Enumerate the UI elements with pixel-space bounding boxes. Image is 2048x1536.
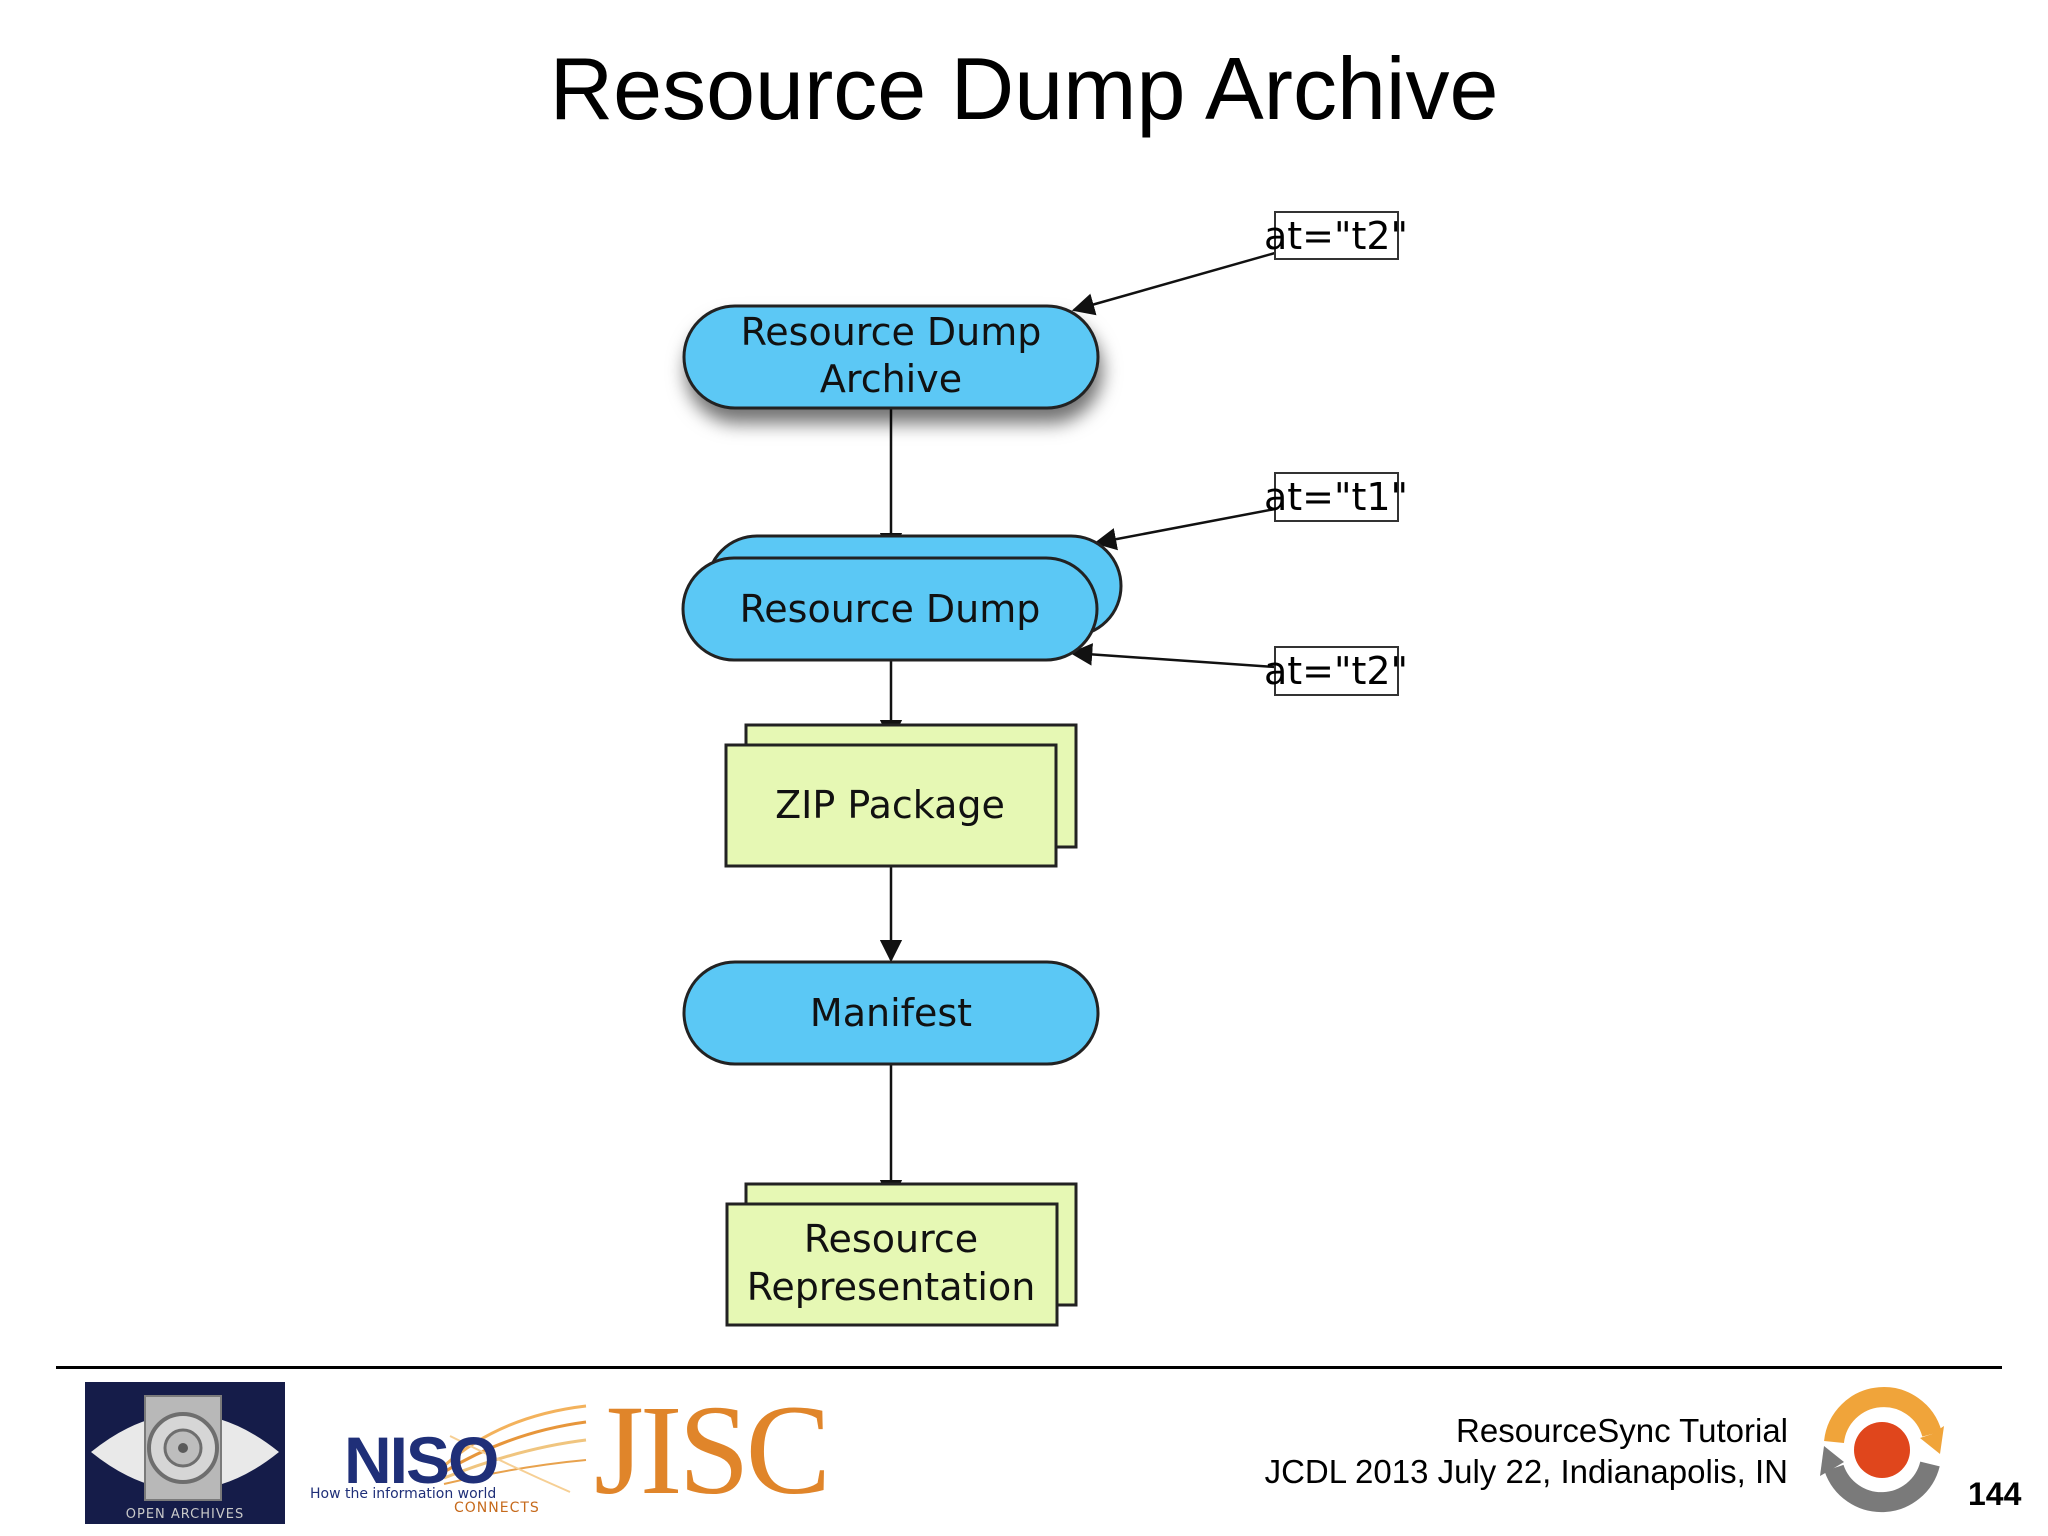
annotation-arrow-dump-t2 xyxy=(1069,643,1276,669)
node-resource-dump: Resource Dump xyxy=(681,534,1123,662)
open-archives-caption: OPEN ARCHIVES xyxy=(125,1507,245,1522)
annotation-arrow-dump-t1 xyxy=(1093,507,1276,551)
annotation-archive-t2: at="t2" xyxy=(1264,211,1408,260)
resourcesync-logo-icon xyxy=(1820,1387,1944,1513)
node-label: Resource xyxy=(804,1217,978,1261)
annotation-dump-t1: at="t1" xyxy=(1264,472,1408,522)
node-label: ZIP Package xyxy=(775,783,1005,827)
node-label: Manifest xyxy=(810,991,972,1035)
page-number: 144 xyxy=(1968,1476,2022,1512)
node-label: Archive xyxy=(820,357,962,401)
annotation-arrow-archive-t2 xyxy=(1071,251,1276,316)
node-resource-representation: Resource Representation xyxy=(725,1182,1078,1327)
open-archives-logo: OPEN ARCHIVES xyxy=(85,1382,285,1524)
node-manifest: Manifest xyxy=(682,960,1100,1066)
niso-logo: NISO xyxy=(344,1423,499,1497)
node-label: Representation xyxy=(747,1265,1036,1309)
niso-swoosh-icon xyxy=(443,1404,587,1493)
jisc-logo: JISC xyxy=(594,1379,831,1521)
node-zip-package: ZIP Package xyxy=(724,723,1078,868)
footer-event-info: JCDL 2013 July 22, Indianapolis, IN xyxy=(1264,1453,1788,1490)
annotation-label: at="t2" xyxy=(1264,214,1408,258)
footer-tutorial-title: ResourceSync Tutorial xyxy=(1456,1412,1788,1449)
node-label: Resource Dump xyxy=(741,310,1042,354)
footer-divider xyxy=(56,1366,2002,1369)
flow-diagram: Resource Dump Archive Resource Dump ZIP … xyxy=(681,211,1408,1327)
node-label: Resource Dump xyxy=(740,587,1041,631)
eye-icon xyxy=(91,1395,279,1501)
node-resource-dump-archive: Resource Dump Archive xyxy=(682,304,1100,410)
niso-tagline: How the information world xyxy=(310,1486,497,1502)
annotation-dump-t2: at="t2" xyxy=(1264,646,1408,696)
annotation-label: at="t1" xyxy=(1264,475,1408,519)
annotation-label: at="t2" xyxy=(1264,649,1408,693)
slide-title: Resource Dump Archive xyxy=(549,39,1499,138)
niso-tagline-connects: CONNECTS xyxy=(454,1500,540,1516)
